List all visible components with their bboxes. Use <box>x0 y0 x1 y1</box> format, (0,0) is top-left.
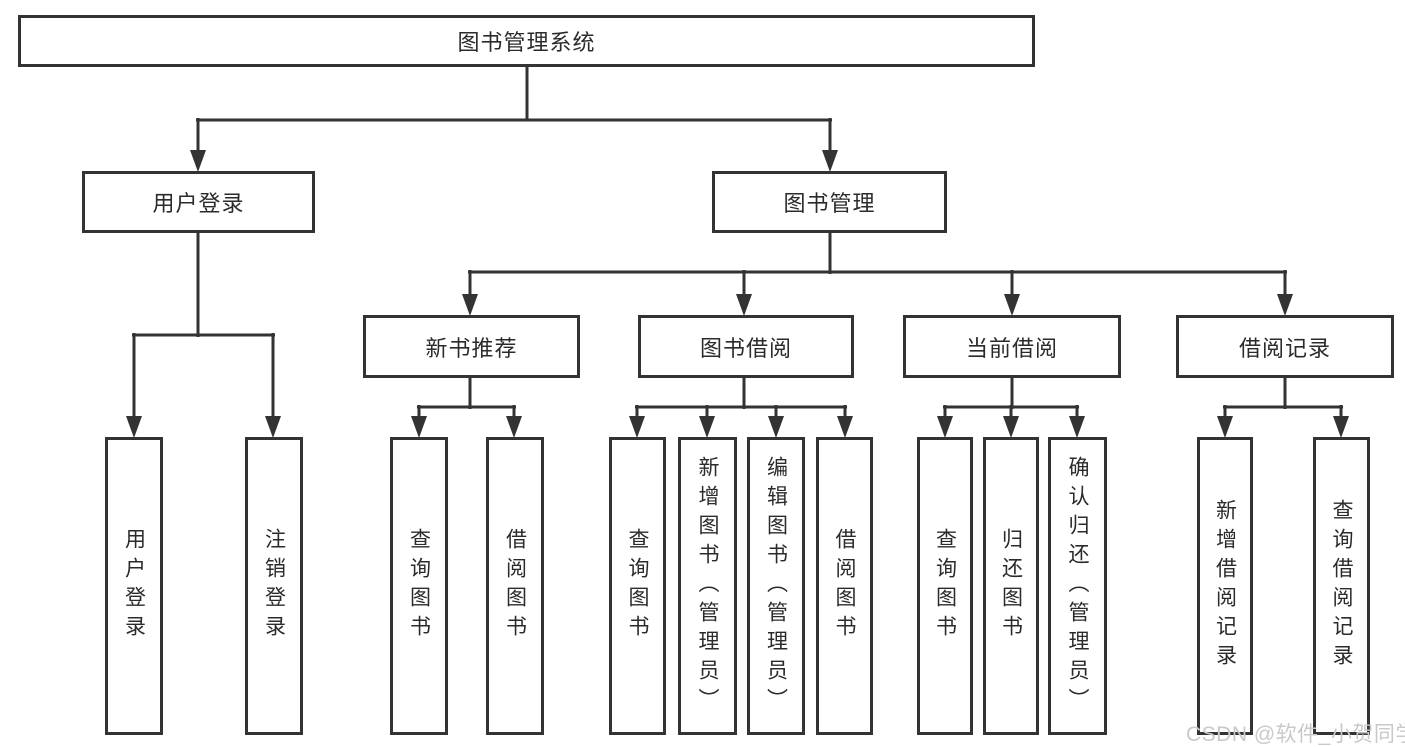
node-new-book-recommend-label: 新书推荐 <box>425 335 518 361</box>
node-leaf-return-books: 归还图书 <box>983 437 1039 735</box>
node-leaf-query-borrow-record: 查询借阅记录 <box>1313 437 1370 735</box>
node-leaf-edit-books-admin: 编辑图书（管理员） <box>747 437 805 735</box>
node-leaf-confirm-return-admin: 确认归还（管理员） <box>1048 437 1107 735</box>
node-leaf-borrow-books: 借阅图书 <box>816 437 873 735</box>
node-book-management: 图书管理 <box>712 171 947 233</box>
node-borrow-records-label: 借阅记录 <box>1238 335 1331 361</box>
node-leaf-borrow-books-recommend: 借阅图书 <box>486 437 544 735</box>
node-book-borrow-label: 图书借阅 <box>699 335 792 361</box>
node-current-borrow-label: 当前借阅 <box>965 335 1058 361</box>
node-leaf-user-login: 用户登录 <box>105 437 163 735</box>
node-user-login-label: 用户登录 <box>152 191 245 216</box>
node-leaf-borrow-books-recommend-label: 借阅图书 <box>503 528 527 644</box>
watermark: CSDN @软件_小贺同学 <box>1186 723 1405 746</box>
node-leaf-user-login-label: 用户登录 <box>122 528 146 644</box>
node-leaf-return-books-label: 归还图书 <box>999 528 1023 644</box>
node-leaf-query-books-borrow-label: 查询图书 <box>626 528 649 644</box>
node-leaf-add-books-admin: 新增图书（管理员） <box>678 437 737 735</box>
node-current-borrow: 当前借阅 <box>903 315 1121 378</box>
node-leaf-borrow-books-label: 借阅图书 <box>833 528 856 644</box>
node-leaf-add-borrow-record: 新增借阅记录 <box>1197 437 1253 735</box>
node-user-login: 用户登录 <box>82 171 315 233</box>
node-leaf-query-books-current: 查询图书 <box>917 437 973 735</box>
node-leaf-query-books-recommend-label: 查询图书 <box>407 528 431 644</box>
node-leaf-logout-label: 注销登录 <box>262 528 286 644</box>
node-book-management-label: 图书管理 <box>783 191 876 216</box>
node-leaf-query-books-current-label: 查询图书 <box>933 528 957 644</box>
node-new-book-recommend: 新书推荐 <box>363 315 580 378</box>
node-leaf-edit-books-admin-label: 编辑图书（管理员） <box>764 455 788 717</box>
node-borrow-records: 借阅记录 <box>1176 315 1394 378</box>
node-book-borrow: 图书借阅 <box>638 315 854 378</box>
node-leaf-confirm-return-admin-label: 确认归还（管理员） <box>1066 455 1089 717</box>
node-leaf-query-books-borrow: 查询图书 <box>609 437 666 735</box>
node-library-system-label: 图书管理系统 <box>457 30 596 55</box>
node-leaf-add-books-admin-label: 新增图书（管理员） <box>696 455 719 717</box>
node-leaf-add-borrow-record-label: 新增借阅记录 <box>1213 499 1237 673</box>
node-leaf-query-borrow-record-label: 查询借阅记录 <box>1330 499 1353 673</box>
node-leaf-query-books-recommend: 查询图书 <box>390 437 448 735</box>
node-leaf-logout: 注销登录 <box>245 437 303 735</box>
node-library-system: 图书管理系统 <box>18 15 1035 67</box>
